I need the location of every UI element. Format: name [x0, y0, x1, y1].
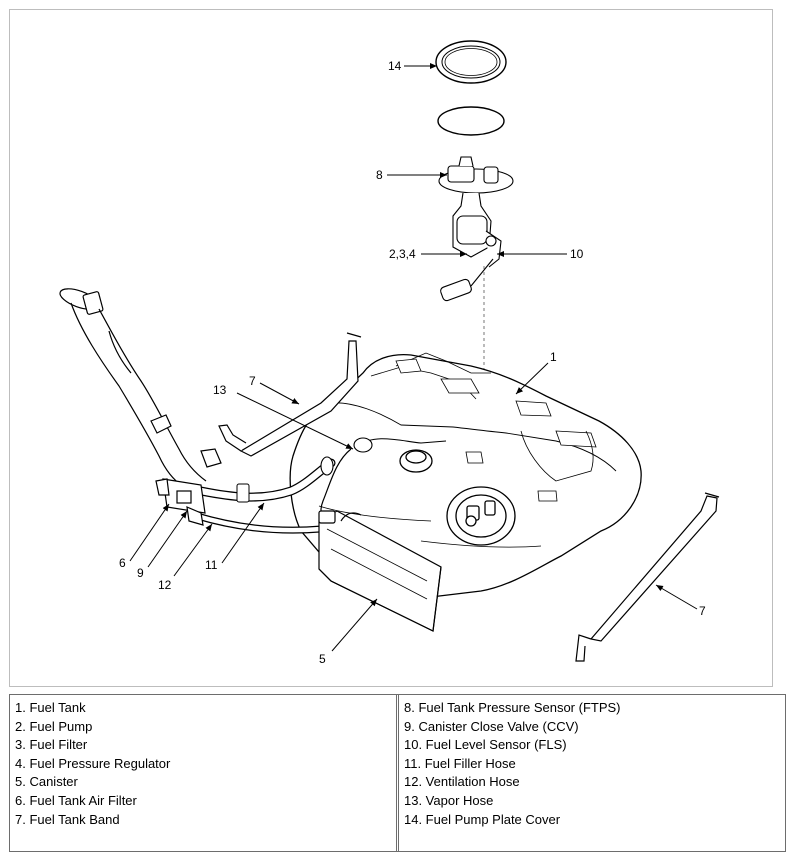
- callout-10: 10: [570, 247, 584, 261]
- fuel-pump-assembly: [438, 156, 514, 302]
- callout-11: 11: [205, 558, 218, 572]
- legend-item: 9. Canister Close Valve (CCV): [404, 718, 579, 734]
- callout-5: 5: [319, 652, 326, 666]
- legend-item: 7. Fuel Tank Band: [15, 811, 120, 827]
- legend-item: 11. Fuel Filler Hose: [404, 755, 516, 771]
- legend-column-left: 1. Fuel Tank 2. Fuel Pump 3. Fuel Filter…: [10, 695, 396, 851]
- parts-legend-table: 1. Fuel Tank 2. Fuel Pump 3. Fuel Filter…: [9, 694, 786, 852]
- legend-item: 6. Fuel Tank Air Filter: [15, 792, 137, 808]
- legend-item: 3. Fuel Filter: [15, 737, 88, 753]
- fuel-filler-neck: [59, 288, 222, 488]
- legend-item: 8. Fuel Tank Pressure Sensor (FTPS): [404, 700, 621, 715]
- canister-close-valve: [155, 478, 206, 526]
- legend-item: 10. Fuel Level Sensor (FLS): [404, 737, 567, 753]
- legend-item: 13. Vapor Hose: [404, 792, 494, 808]
- fuel-system-diagram: 14 8 2,3,4 10 1 13 7 6 9 12 11 5 7: [9, 9, 773, 687]
- callout-9: 9: [137, 566, 144, 580]
- callout-1: 1: [550, 350, 557, 364]
- callout-6: 6: [119, 556, 126, 570]
- fuel-tank-band-lower: [575, 492, 720, 662]
- legend-item: 2. Fuel Pump: [15, 718, 93, 734]
- legend-item: 1. Fuel Tank: [15, 700, 86, 715]
- fuel-pump-plate-cover: [435, 40, 507, 84]
- callout-7-upper: 7: [249, 374, 256, 388]
- legend-item: 5. Canister: [15, 774, 78, 790]
- canister: [318, 510, 442, 632]
- exploded-view-drawing: 14 8 2,3,4 10 1 13 7 6 9 12 11 5 7: [59, 40, 720, 666]
- legend-item: 4. Fuel Pressure Regulator: [15, 755, 171, 771]
- callout-2-3-4: 2,3,4: [389, 247, 416, 261]
- legend-item: 12. Ventilation Hose: [404, 774, 520, 790]
- callout-13: 13: [213, 383, 227, 397]
- legend-item: 14. Fuel Pump Plate Cover: [404, 811, 561, 827]
- callout-8: 8: [376, 168, 383, 182]
- callout-14: 14: [388, 59, 402, 73]
- callout-7-lower: 7: [699, 604, 706, 618]
- callout-12: 12: [158, 578, 172, 592]
- pump-gasket: [437, 106, 505, 136]
- legend-column-right: 8. Fuel Tank Pressure Sensor (FTPS) 9. C…: [396, 695, 785, 851]
- fuel-tank-band-upper: [218, 332, 362, 457]
